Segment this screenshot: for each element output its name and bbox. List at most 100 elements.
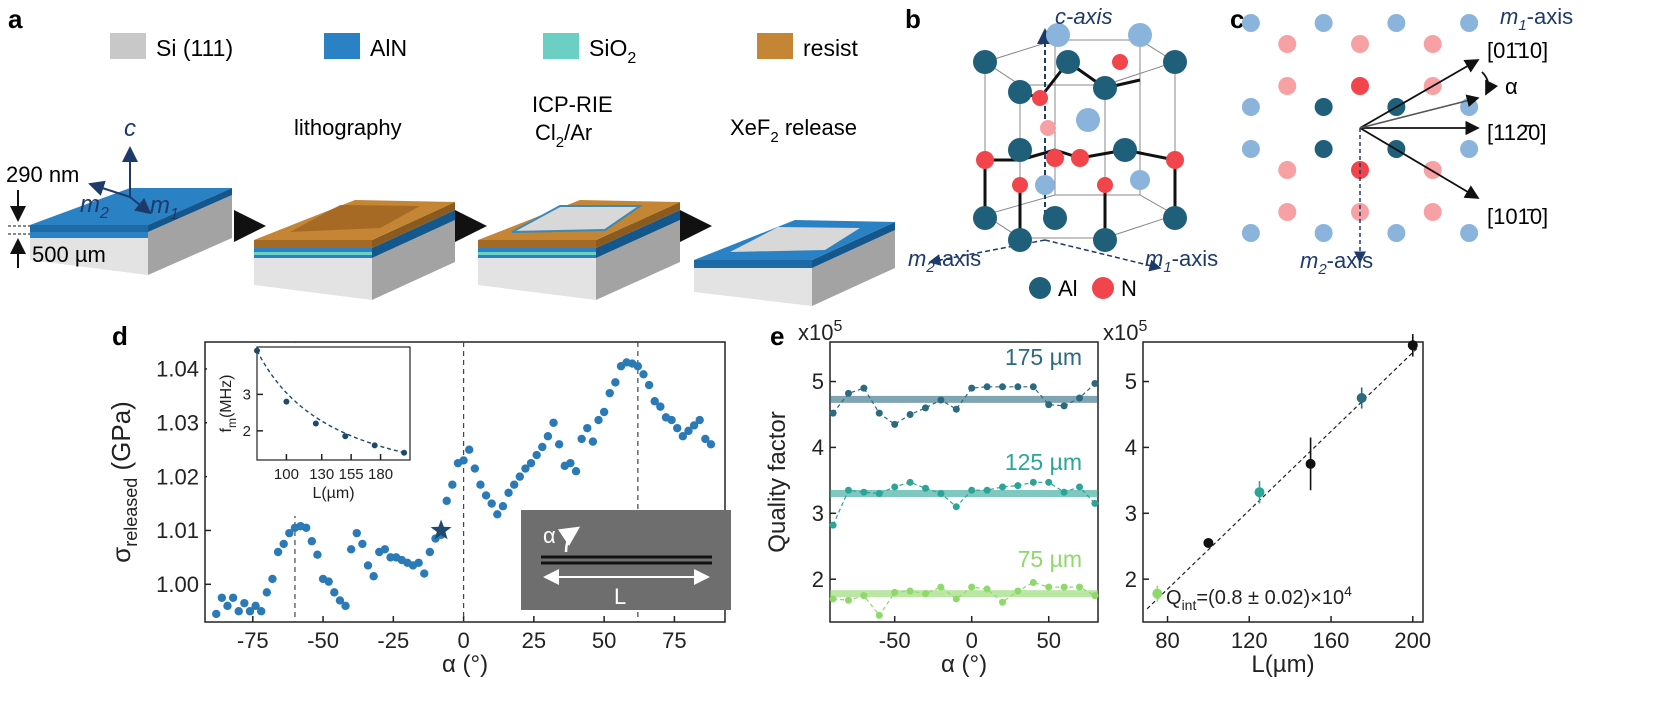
data-point bbox=[952, 503, 960, 511]
data-point bbox=[695, 415, 704, 425]
al-atom bbox=[1241, 140, 1260, 158]
direction-arrows bbox=[1354, 59, 1499, 264]
n-atom bbox=[1351, 77, 1369, 95]
y-tick-label: 3 bbox=[812, 501, 824, 526]
plot-frame bbox=[256, 346, 411, 461]
data-point bbox=[583, 423, 592, 433]
al-atom bbox=[1241, 224, 1260, 242]
data-point bbox=[487, 499, 496, 508]
data-point bbox=[656, 402, 665, 411]
panel-label-a: a bbox=[8, 4, 23, 34]
data-point bbox=[678, 432, 688, 441]
legend-al-dot bbox=[1029, 277, 1051, 299]
series-label: 175 µm bbox=[1005, 344, 1082, 370]
al-atom bbox=[1314, 98, 1333, 116]
data-point bbox=[324, 577, 333, 586]
data-point bbox=[937, 583, 945, 591]
data-point bbox=[1407, 340, 1418, 351]
data-point bbox=[701, 434, 710, 444]
x-tick-label: 180 bbox=[368, 466, 393, 483]
data-point bbox=[1014, 482, 1022, 490]
y-tick-label: 3 bbox=[243, 387, 251, 404]
n-atom bbox=[1423, 35, 1442, 53]
data-point bbox=[228, 593, 238, 602]
data-point bbox=[1356, 393, 1367, 403]
atoms-b bbox=[973, 23, 1187, 252]
data-point bbox=[673, 423, 682, 433]
y-axis-label: Quality factor bbox=[764, 411, 791, 552]
data-point bbox=[1091, 499, 1099, 507]
data-point bbox=[509, 480, 519, 489]
data-point bbox=[371, 442, 378, 449]
x-tick-label: 160 bbox=[1313, 628, 1350, 653]
al-atom bbox=[1314, 14, 1333, 32]
data-point bbox=[401, 449, 408, 456]
x-tick-label: 130 bbox=[309, 466, 334, 483]
data-point bbox=[425, 547, 435, 557]
al-atom bbox=[1314, 140, 1333, 158]
c-m2-axis-label: m2-axis bbox=[1300, 248, 1373, 278]
data-point bbox=[1091, 592, 1099, 600]
data-point bbox=[1045, 478, 1053, 486]
step-lithography: lithography bbox=[294, 115, 402, 140]
b-c-axis-label: c-axis bbox=[1055, 4, 1112, 29]
data-point bbox=[346, 545, 356, 554]
n-atom bbox=[1278, 161, 1297, 179]
data-point bbox=[1045, 401, 1053, 409]
series-label: 125 µm bbox=[1005, 449, 1082, 475]
x-tick-label: 200 bbox=[1394, 628, 1431, 653]
x-axis-label: L(µm) bbox=[1251, 651, 1314, 678]
legend-label-resist: resist bbox=[803, 35, 859, 61]
y-tick-label: 4 bbox=[1125, 435, 1137, 460]
x-tick-label: 100 bbox=[274, 466, 299, 483]
data-point bbox=[257, 607, 266, 616]
c-alpha-label: α bbox=[1505, 74, 1518, 99]
data-point bbox=[363, 561, 373, 570]
q-int-annotation: Qint=(0.8 ± 0.02)×104 bbox=[1166, 583, 1352, 613]
wafer-released bbox=[694, 220, 895, 306]
data-point bbox=[1076, 583, 1084, 591]
data-point bbox=[330, 588, 339, 597]
step-icp-rie: ICP-RIE bbox=[532, 92, 613, 117]
data-point bbox=[342, 433, 349, 440]
legend-al-label: Al bbox=[1058, 276, 1078, 301]
x-tick-label: -50 bbox=[879, 628, 911, 653]
data-point bbox=[543, 432, 553, 441]
data-point bbox=[844, 389, 852, 397]
legend-label-aln: AlN bbox=[370, 35, 407, 61]
data-point bbox=[1254, 487, 1265, 498]
data-point bbox=[566, 458, 575, 468]
data-point bbox=[983, 383, 991, 391]
n-atom bbox=[1423, 203, 1442, 221]
data-point bbox=[369, 572, 378, 581]
y-axis-label: σreleased (GPa) bbox=[106, 401, 141, 563]
data-point bbox=[968, 583, 976, 591]
data-point bbox=[521, 464, 530, 473]
data-point bbox=[1076, 483, 1084, 491]
data-point bbox=[223, 601, 232, 611]
data-point bbox=[1305, 458, 1316, 469]
data-point bbox=[952, 405, 960, 413]
al-atom bbox=[1460, 224, 1479, 242]
legend-n-label: N bbox=[1121, 276, 1137, 301]
panel-label-d: d bbox=[112, 321, 128, 351]
data-point bbox=[380, 545, 390, 554]
legend-swatch-aln bbox=[324, 33, 360, 59]
data-point bbox=[891, 483, 899, 491]
data-point bbox=[234, 607, 243, 616]
data-point bbox=[465, 445, 474, 454]
data-point bbox=[279, 539, 288, 549]
data-point bbox=[549, 418, 558, 427]
data-point bbox=[650, 397, 659, 406]
data-point bbox=[844, 596, 852, 604]
data-point bbox=[268, 574, 277, 584]
data-point bbox=[1014, 383, 1022, 391]
legend-swatch-sio2 bbox=[543, 33, 579, 59]
plot-frame bbox=[1142, 341, 1424, 623]
al-atom bbox=[1241, 14, 1260, 32]
data-point bbox=[442, 496, 451, 506]
data-point bbox=[860, 384, 868, 392]
data-point bbox=[906, 478, 914, 486]
y-unit-label: x105 bbox=[798, 318, 842, 345]
